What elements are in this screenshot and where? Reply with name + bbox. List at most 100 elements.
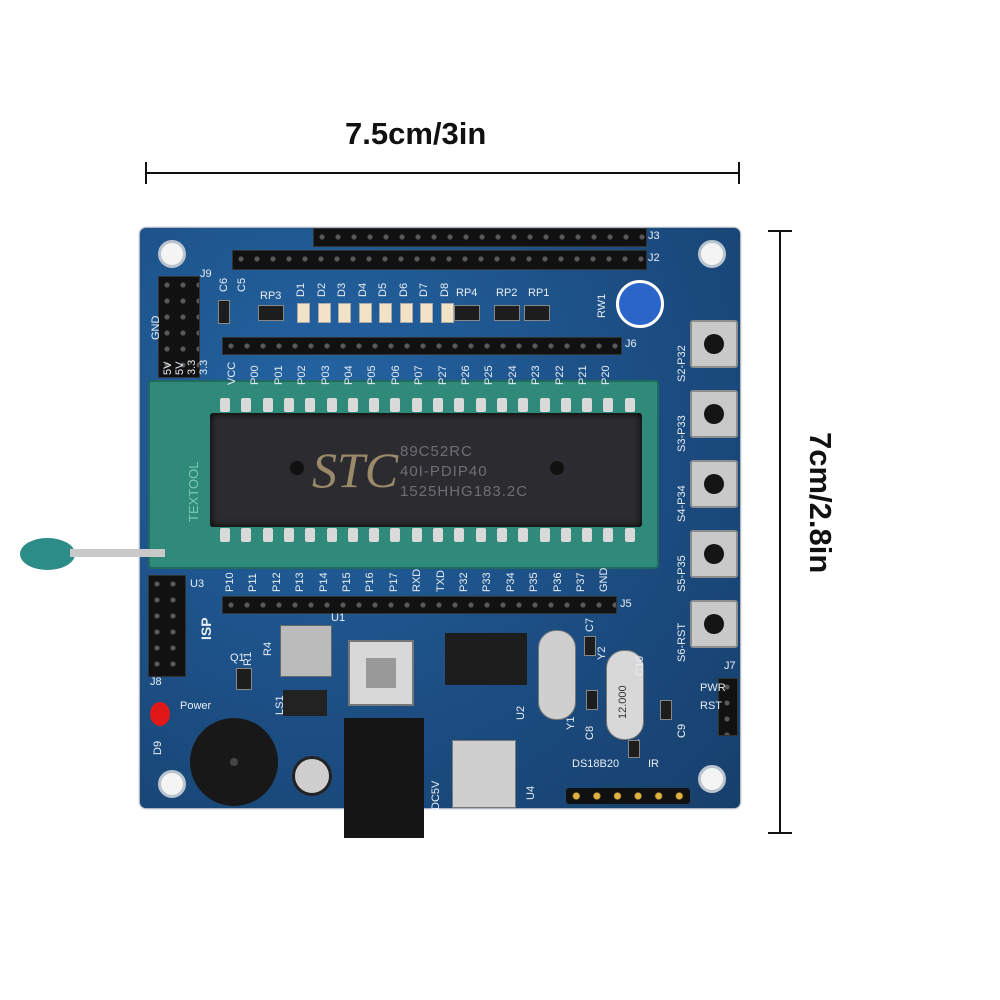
crystal-y1 [538, 630, 576, 720]
header-j5 [222, 596, 617, 614]
chip-dot [550, 461, 564, 475]
width-tick-right [738, 162, 740, 184]
push-button[interactable] [690, 390, 738, 438]
label-c6: C6 [218, 277, 230, 292]
chip-batch: 1525HHG183.2C [400, 483, 529, 500]
power-pin-label: 5V [174, 361, 186, 375]
mount-hole [158, 240, 186, 268]
chip-pin [603, 398, 614, 412]
label-u4: U4 [525, 785, 537, 800]
header-isp [148, 575, 186, 677]
top-pin-label: P05 [366, 365, 379, 385]
push-button[interactable] [690, 530, 738, 578]
zif-lever-knob[interactable] [20, 538, 75, 570]
label-j6: J6 [625, 338, 637, 350]
led-label: D3 [336, 282, 348, 297]
bottom-pin-label: P17 [387, 572, 400, 592]
bottom-pin-label: P16 [364, 572, 377, 592]
potentiometer-rw1[interactable] [616, 280, 664, 328]
sensor-socket [566, 788, 690, 804]
button-label: S6-RST [676, 622, 688, 662]
top-pin-label: P07 [413, 365, 426, 385]
led [420, 303, 433, 323]
chip-pin [220, 528, 230, 542]
label-j7: J7 [724, 660, 736, 672]
led-label: D2 [315, 282, 328, 297]
mount-hole [698, 240, 726, 268]
zif-lever[interactable] [70, 549, 165, 557]
label-c5: C5 [236, 277, 248, 292]
label-pwr: PWR [700, 682, 726, 694]
capacitor-c8 [586, 690, 598, 710]
chip-pin [496, 528, 507, 542]
top-pin-label: P01 [272, 365, 285, 385]
chip-pin [475, 528, 486, 542]
chip-pin [283, 528, 294, 542]
label-q1: Q1 [230, 652, 245, 664]
chip-pin [369, 398, 380, 412]
chip-pin [220, 398, 230, 412]
label-dc5v: DC5V [430, 780, 442, 810]
top-pin-label: VCC [226, 361, 238, 385]
chip-model: 89C52RC [400, 443, 473, 460]
chip-pin [347, 528, 358, 542]
mount-hole [698, 765, 726, 793]
bottom-pin-label: P13 [294, 572, 307, 592]
chip-pin [241, 398, 252, 412]
chip-pin [560, 528, 571, 542]
label-rp3: RP3 [260, 290, 282, 302]
top-pin-label: P22 [553, 365, 566, 385]
width-dimension-label: 7.5cm/3in [345, 116, 487, 151]
width-dimension-line [145, 172, 740, 174]
capacitor-c9 [660, 700, 672, 720]
led [440, 303, 454, 323]
voltage-regulator [280, 625, 332, 677]
chip-pin [582, 528, 593, 542]
chip-pin [624, 398, 635, 412]
label-y2: Y2 [596, 646, 608, 660]
bottom-pin-label: P12 [270, 572, 283, 592]
led-label: D5 [377, 282, 389, 297]
chip-pin [411, 398, 422, 412]
led-label: D6 [397, 282, 410, 297]
bottom-pin-label: P15 [341, 572, 353, 592]
chip-pin [560, 398, 571, 412]
header-j2 [232, 250, 647, 270]
chip-pin [262, 398, 273, 412]
capacitor [292, 756, 332, 796]
label-u1: U1 [331, 612, 346, 624]
chip-pin [454, 528, 465, 542]
chip-pin [624, 528, 635, 542]
buzzer [190, 718, 278, 806]
bottom-pin-label: RXD [411, 568, 424, 592]
power-switch[interactable] [348, 640, 414, 706]
chip-pin [283, 398, 294, 412]
chip-pin [369, 528, 380, 542]
chip-pin [411, 528, 422, 542]
chip-pin [390, 528, 401, 542]
top-pin-label: P06 [389, 365, 402, 385]
push-button[interactable] [690, 320, 738, 368]
led [338, 303, 351, 323]
chip-pin [305, 528, 316, 542]
push-button[interactable] [690, 600, 738, 648]
power-pin-label: 5V [162, 361, 174, 375]
top-pin-label: P00 [249, 365, 262, 385]
top-pin-label: P24 [506, 365, 519, 385]
label-rst: RST [700, 700, 722, 712]
top-pin-label: P02 [296, 365, 309, 385]
label-power: Power [180, 700, 212, 712]
label-rp4: RP4 [456, 287, 478, 299]
top-pin-label: P04 [343, 365, 355, 385]
chip-pin [603, 528, 614, 542]
top-pin-label: P26 [460, 365, 472, 385]
fuse [283, 690, 327, 716]
mini-usb-port [452, 740, 516, 808]
power-pin-label: 3.3 [198, 359, 210, 375]
capacitor-c11 [628, 740, 640, 758]
button-label: S5-P35 [676, 555, 688, 592]
push-button[interactable] [690, 460, 738, 508]
label-j9: J9 [200, 268, 212, 280]
label-rp2: RP2 [496, 287, 518, 299]
chip-pin [582, 398, 593, 412]
